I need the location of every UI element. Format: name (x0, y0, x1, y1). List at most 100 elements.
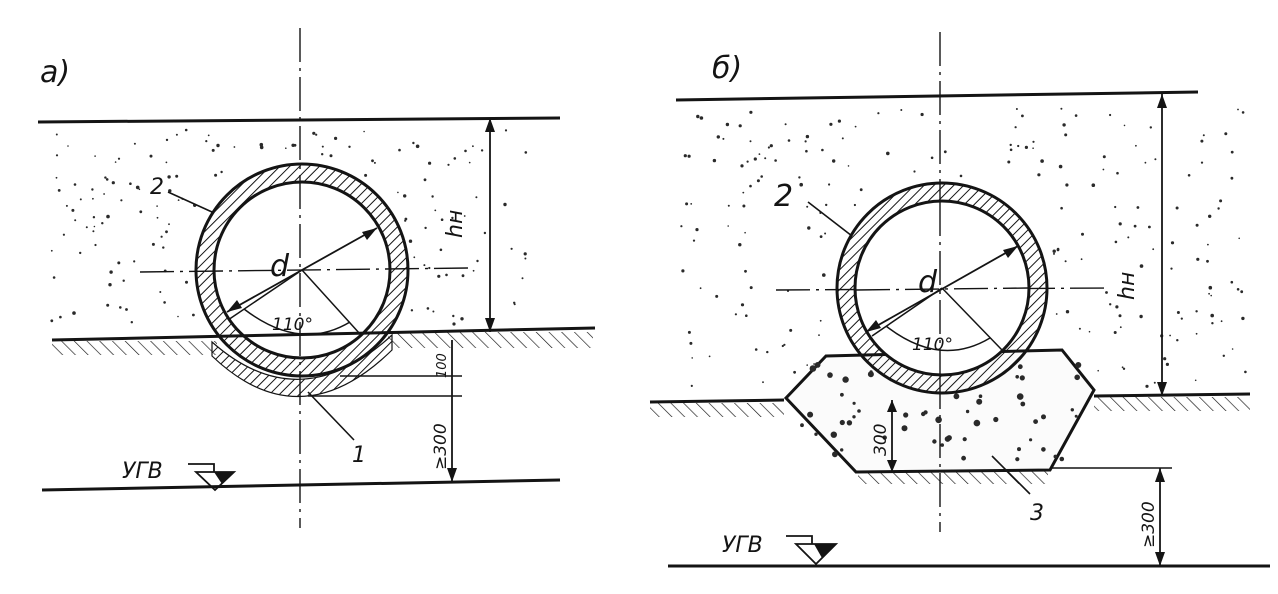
stipple-dot (72, 311, 76, 315)
stipple-dot (373, 161, 376, 164)
stipple-dot (1064, 133, 1068, 137)
stipple-dot (1017, 364, 1023, 370)
stipple-dot (104, 176, 107, 179)
stipple-dot (111, 181, 115, 185)
stipple-dot (106, 303, 110, 307)
stipple-dot (687, 330, 691, 334)
pipe-wall-a (196, 164, 408, 376)
stipple-dot (691, 357, 693, 359)
stipple-dot (1224, 132, 1228, 136)
diameter-arrow-head-a (362, 228, 377, 240)
stipple-dot (114, 161, 117, 163)
stipple-dot (1032, 140, 1035, 143)
stipple-dot (1133, 224, 1137, 228)
stipple-dot (819, 235, 823, 239)
stipple-dot (727, 225, 729, 227)
trench-bottom-b-right (1093, 392, 1251, 398)
stipple-dot (940, 443, 944, 447)
stipple-dot (363, 130, 365, 133)
stipple-dot (1029, 438, 1033, 442)
stipple-dot (742, 204, 746, 208)
stipple-dot (348, 145, 351, 148)
stipple-dot (1114, 205, 1117, 209)
angle-arc-a (243, 308, 351, 336)
ground-surface-b (675, 90, 1199, 102)
stipple-dot (852, 415, 856, 419)
stipple-dot (740, 164, 744, 168)
stipple-dot (156, 216, 159, 219)
stipple-dot (1116, 171, 1119, 175)
angle-label-b: 110° (912, 335, 953, 355)
stipple-dot (1206, 259, 1209, 263)
stipple-dot (760, 175, 763, 178)
stipple-dot (1053, 454, 1058, 459)
stipple-dot (821, 148, 824, 152)
angle-ray-left-b (871, 287, 943, 337)
stipple-dot (1165, 362, 1169, 366)
stipple-dot (451, 216, 454, 220)
stipple-dot (129, 182, 132, 185)
stipple-dot (1121, 366, 1124, 369)
stipple-dot (1149, 126, 1153, 129)
stipple-dot (805, 134, 810, 139)
stipple-dot (1060, 206, 1063, 210)
stipple-dot (1139, 314, 1143, 319)
stipple-dot (211, 148, 215, 152)
stipple-dot (690, 203, 693, 205)
stipple-dot (1202, 134, 1205, 137)
depth-arrow-bottom-b (1157, 382, 1167, 396)
stipple-dot (93, 225, 96, 228)
stipple-dot (903, 412, 909, 418)
stipple-dot (1007, 160, 1011, 164)
diameter-arrow-head-b (1003, 246, 1018, 258)
stipple-dot (168, 223, 170, 226)
stipple-dot (1210, 294, 1212, 297)
stipple-dot (749, 286, 753, 290)
stipple-dot (1207, 243, 1209, 246)
stipple-dot (1015, 457, 1020, 462)
stipple-dot (445, 273, 448, 277)
stipple-dot (1113, 331, 1117, 334)
stipple-dot (1064, 260, 1067, 263)
stipple-dot (819, 319, 822, 322)
stipple-dot (1102, 155, 1106, 159)
depth-label-a: hн (443, 210, 468, 238)
stipple-dot (1080, 258, 1083, 261)
stipple-dot (749, 140, 752, 143)
panel-b-label: б) (712, 51, 742, 86)
stipple-dot (814, 432, 818, 436)
groundwater-line-a (41, 478, 561, 492)
stipple-dot (293, 143, 297, 147)
stipple-dot (1148, 225, 1151, 229)
stipple-dot (1145, 384, 1149, 388)
stipple-dot (1109, 303, 1112, 306)
sand-backfill-b (680, 107, 1247, 388)
stipple-dot (1208, 214, 1212, 218)
stipple-dot (943, 150, 947, 154)
stipple-dot (1019, 375, 1025, 381)
stipple-dot (106, 214, 110, 219)
stipple-dot (680, 225, 683, 228)
stipple-dot (1240, 290, 1244, 294)
stipple-dot (504, 129, 508, 132)
stipple-dot (472, 145, 474, 148)
stipple-dot (216, 143, 220, 148)
stipple-dot (1021, 114, 1024, 118)
stipple-dot (1033, 419, 1038, 424)
stipple-dot (185, 280, 188, 284)
stipple-dot (1127, 236, 1130, 239)
stipple-dot (1118, 222, 1122, 226)
stipple-dot (1200, 139, 1204, 143)
angle-arc-b (885, 325, 991, 352)
stipple-dot (1153, 381, 1156, 384)
stipple-dot (1097, 369, 1099, 372)
stipple-dot (408, 239, 413, 243)
stipple-dot (923, 410, 928, 415)
stipple-dot (50, 249, 53, 252)
stipple-dot (133, 260, 136, 263)
stipple-dot (1136, 206, 1140, 209)
sand-backfill-a (50, 128, 528, 326)
stipple-dot (151, 242, 155, 246)
stipple-dot (329, 154, 333, 158)
stipple-dot (681, 269, 685, 273)
